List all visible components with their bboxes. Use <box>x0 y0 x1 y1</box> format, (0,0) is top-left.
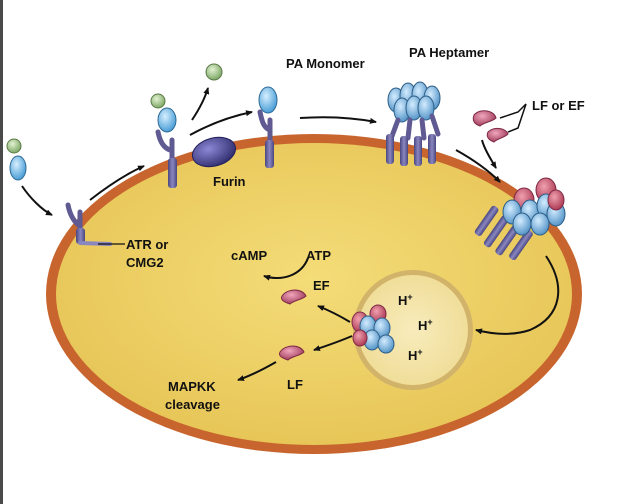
receptor-bound-pa <box>150 93 177 188</box>
label-ef: EF <box>313 278 330 293</box>
label-pa-monomer: PA Monomer <box>286 56 365 71</box>
cell-cytoplasm <box>56 143 572 445</box>
label-lf: LF <box>287 377 303 392</box>
pa-monomer-complex <box>257 86 278 168</box>
arrow-fragment-release <box>191 87 210 121</box>
pa-heptamer <box>386 81 441 166</box>
arrow-ef-release <box>317 305 351 323</box>
arrow-mapkk-cleavage <box>237 361 277 381</box>
lf-ef-toxins <box>472 110 509 143</box>
label-proton-1: H+ <box>398 292 413 308</box>
arrow-assembly <box>455 149 501 183</box>
label-pa-heptamer: PA Heptamer <box>409 45 489 60</box>
endosome <box>353 270 473 390</box>
arrow-toxin-binding <box>481 139 497 169</box>
label-receptor-line2: CMG2 <box>126 255 164 270</box>
arrow-to-heptamer <box>299 116 377 124</box>
furin-protease <box>191 136 237 168</box>
lf-ef-bracket <box>499 103 527 133</box>
arrow-lf-release <box>313 335 353 351</box>
arrow-endocytosis <box>475 255 560 335</box>
released-pa20-fragment <box>205 63 223 81</box>
label-furin: Furin <box>213 174 246 189</box>
label-camp: cAMP <box>231 248 267 263</box>
label-lf-or-ef: LF or EF <box>532 98 585 113</box>
ef-toxin <box>281 289 307 305</box>
arrow-atp-to-camp <box>263 257 309 281</box>
endosome-complex <box>351 304 395 354</box>
arrow-to-bound-pa <box>89 165 145 201</box>
label-mapkk-line1: MAPKK <box>168 379 216 394</box>
label-proton-3: H+ <box>408 347 423 363</box>
label-proton-2: H+ <box>418 317 433 333</box>
label-mapkk-line2: cleavage <box>165 397 220 412</box>
heptamer-toxin-complex <box>474 177 566 261</box>
free-pa-protein <box>6 138 27 181</box>
cell <box>46 134 582 454</box>
label-atp: ATP <box>306 248 331 263</box>
arrow-binding <box>21 185 53 216</box>
arrow-cleavage <box>189 110 253 136</box>
lf-toxin <box>279 345 305 361</box>
page-edge <box>0 0 3 504</box>
label-receptor-line1: ATR or <box>126 237 168 252</box>
